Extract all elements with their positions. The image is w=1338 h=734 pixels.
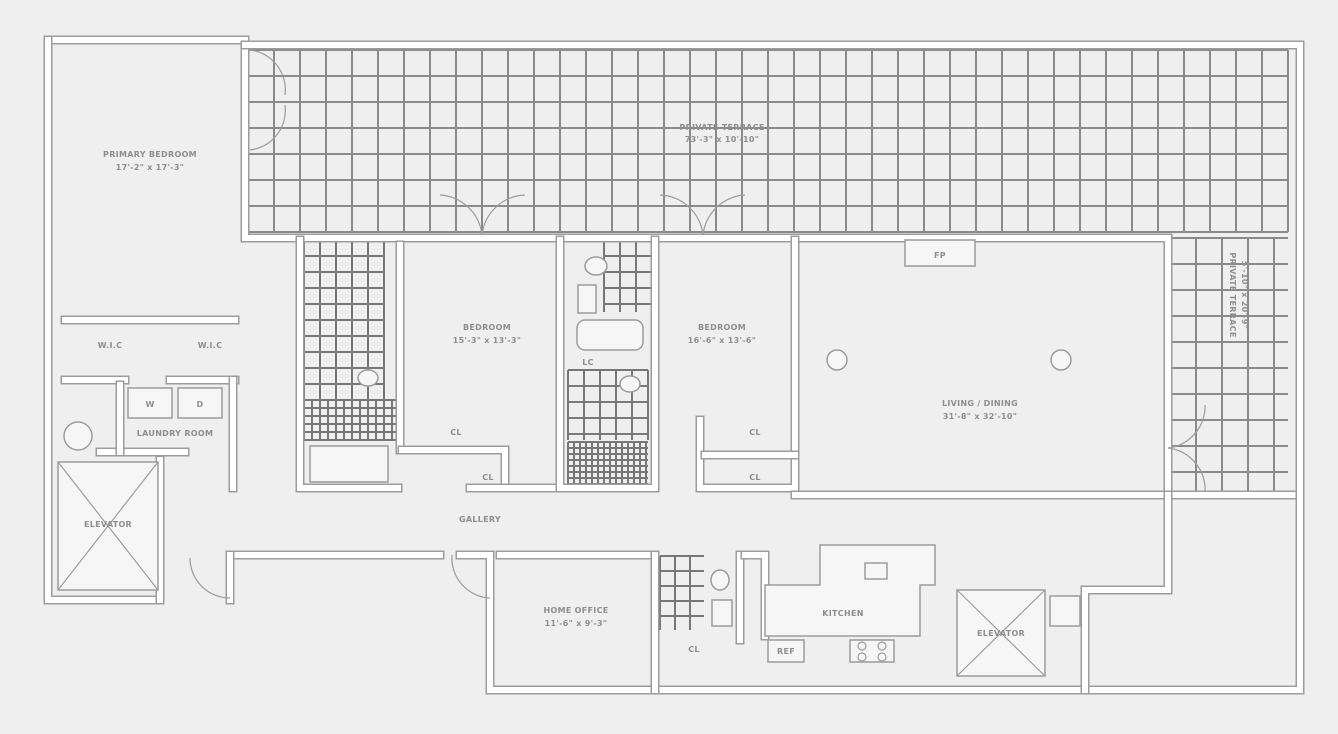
- ref-label: REF: [777, 647, 795, 656]
- sink: [864, 562, 888, 580]
- bedroom-2-label: BEDROOM: [698, 323, 746, 332]
- elevator-2-label: ELEVATOR: [977, 629, 1025, 638]
- wall: [399, 447, 508, 491]
- living-dining-size: 31'-8" x 32'-10": [943, 412, 1017, 421]
- home-office-label: HOME OFFICE: [543, 606, 608, 615]
- terrace-size: 73'-3" x 10'-10": [685, 135, 759, 144]
- stair: [1049, 595, 1081, 627]
- column: [826, 349, 848, 371]
- primary-bedroom-size: 17'-2" x 17'-3": [116, 163, 185, 172]
- bathtub: [309, 445, 389, 483]
- closet-label: CL: [450, 428, 462, 437]
- bedroom-1-size: 15'-3" x 13'-3": [453, 336, 522, 345]
- dryer: [177, 387, 223, 419]
- fireplace: [904, 239, 976, 267]
- refrigerator: [767, 639, 805, 663]
- living-dining-label: LIVING / DINING: [942, 399, 1018, 408]
- cooktop: [849, 639, 895, 663]
- column: [1050, 349, 1072, 371]
- bedroom-2-size: 16'-6" x 13'-6": [688, 336, 757, 345]
- walls: [43, 35, 1305, 695]
- wall: [45, 37, 1303, 498]
- bathtub: [576, 319, 644, 351]
- wall: [457, 552, 1088, 693]
- toilet: [357, 369, 379, 387]
- toilet: [619, 375, 641, 393]
- wall: [742, 552, 768, 639]
- wall: [557, 237, 658, 491]
- fixtures: [57, 239, 1081, 677]
- wall: [397, 445, 510, 493]
- wall: [45, 37, 163, 603]
- terrace-label: PRIVATE TERRACE: [679, 123, 764, 132]
- room-labels: PRIMARY BEDROOM 17'-2" x 17'-3" PRIVATE …: [84, 123, 1249, 656]
- wic-2-label: W.I.C: [198, 341, 223, 350]
- linen-closet-label: LC: [582, 358, 594, 367]
- closet-label: CL: [482, 473, 494, 482]
- home-office-size: 11'-6" x 9'-3": [545, 619, 608, 628]
- dryer-label: D: [197, 400, 204, 409]
- sink: [711, 599, 733, 627]
- closet-label: CL: [749, 473, 761, 482]
- wall: [697, 237, 798, 491]
- side-terrace-size: 5'-10" x 20'-9": [1240, 261, 1249, 330]
- wic-1-label: W.I.C: [98, 341, 123, 350]
- kitchen-counter: [764, 544, 936, 637]
- closet-label: CL: [749, 428, 761, 437]
- gallery-label: GALLERY: [459, 515, 501, 524]
- fireplace-label: FP: [934, 251, 946, 260]
- sink: [577, 284, 597, 314]
- wall: [242, 42, 1303, 693]
- side-terrace-label: PRIVATE TERRACE: [1228, 252, 1237, 337]
- washer: [127, 387, 173, 419]
- water-heater: [63, 421, 93, 451]
- wall: [297, 237, 401, 491]
- terrace-paving: [247, 49, 1289, 492]
- primary-bedroom-label: PRIMARY BEDROOM: [103, 150, 197, 159]
- laundry-label: LAUNDRY ROOM: [137, 429, 214, 438]
- closet-label: CL: [688, 645, 700, 654]
- doors: [189, 49, 1206, 599]
- elevator-1-label: ELEVATOR: [84, 520, 132, 529]
- toilet: [584, 256, 608, 276]
- washer-label: W: [145, 400, 154, 409]
- wall: [1082, 492, 1171, 693]
- bedroom-1-label: BEDROOM: [463, 323, 511, 332]
- toilet: [710, 569, 730, 591]
- kitchen-label: KITCHEN: [822, 609, 863, 618]
- bathroom-tiles: [303, 239, 704, 630]
